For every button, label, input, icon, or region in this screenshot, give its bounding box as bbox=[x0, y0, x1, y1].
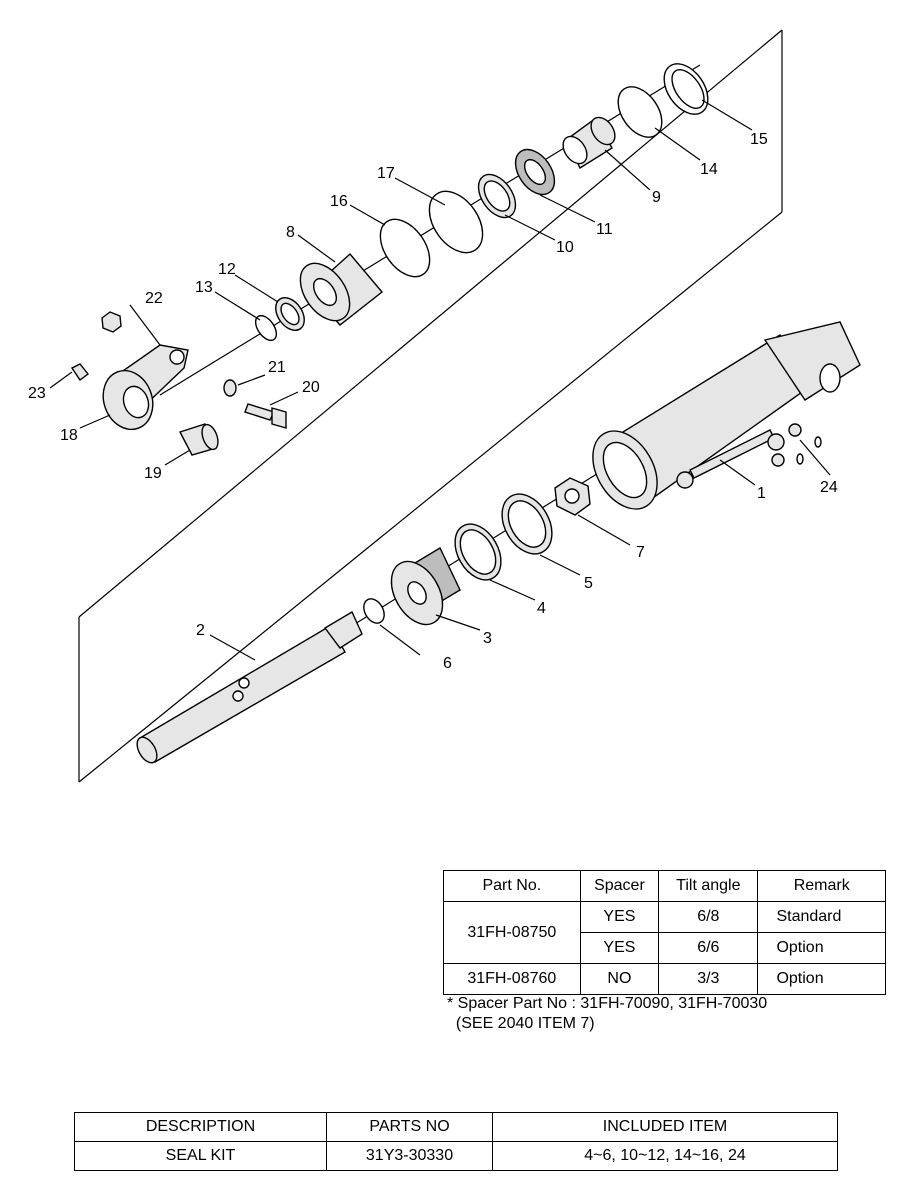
callout-9: 9 bbox=[652, 189, 661, 206]
callout-1: 1 bbox=[757, 485, 766, 502]
part-19-bushing bbox=[178, 423, 219, 456]
callout-18: 18 bbox=[60, 427, 78, 444]
tilt-cell: 3/3 bbox=[658, 963, 759, 995]
part-6-o-ring bbox=[363, 598, 385, 624]
axis-line-upper bbox=[159, 64, 701, 396]
part-8-gland bbox=[299, 252, 384, 326]
callout-11: 11 bbox=[596, 221, 613, 238]
part-4-ring bbox=[454, 523, 502, 581]
table-row: YES 6/6 Option bbox=[444, 932, 886, 964]
part-18-eye-bracket bbox=[102, 344, 189, 431]
diagram-frame bbox=[78, 29, 783, 783]
callout-20: 20 bbox=[302, 379, 320, 396]
spacer-cell: YES bbox=[579, 932, 660, 964]
remark-cell: Option bbox=[757, 932, 886, 964]
callout-19: 19 bbox=[144, 465, 162, 482]
tilt-cell: 6/8 bbox=[658, 901, 759, 933]
part-10-ring bbox=[477, 173, 517, 219]
part-15-snap-ring bbox=[663, 63, 709, 115]
part-23-fitting bbox=[70, 363, 89, 382]
callout-5: 5 bbox=[584, 575, 593, 592]
part-3-piston bbox=[390, 547, 461, 626]
part-13-snap-ring bbox=[254, 314, 278, 342]
spacer-cell: YES bbox=[579, 901, 660, 933]
table-header-row: DESCRIPTION PARTS NO INCLUDED ITEM bbox=[74, 1112, 838, 1142]
callout-21: 21 bbox=[268, 359, 286, 376]
tilt-cell: 6/6 bbox=[658, 932, 759, 964]
part-2-piston-rod bbox=[136, 611, 363, 764]
col-header-spacer: Spacer bbox=[579, 870, 660, 902]
callout-6: 6 bbox=[443, 655, 452, 672]
callout-13: 13 bbox=[195, 279, 213, 296]
callout-3: 3 bbox=[483, 630, 492, 647]
part-12-ring bbox=[275, 297, 305, 331]
callout-22: 22 bbox=[145, 290, 163, 307]
table-row: 31FH-08760 NO 3/3 Option bbox=[443, 963, 886, 995]
part-no-cell: 31FH-08750 bbox=[443, 901, 581, 964]
callout-labels: 1 2 3 4 5 6 7 8 9 10 11 12 13 14 15 16 1… bbox=[28, 131, 838, 672]
part-5-spacer bbox=[501, 493, 553, 555]
seal-kit-table: DESCRIPTION PARTS NO INCLUDED ITEM SEAL … bbox=[74, 1112, 838, 1171]
col-header-parts-no: PARTS NO bbox=[326, 1112, 493, 1142]
spacer-cell: NO bbox=[579, 963, 660, 995]
part-14-o-ring bbox=[617, 86, 663, 138]
part-17-ring bbox=[428, 190, 484, 254]
part-7-nut bbox=[554, 477, 591, 516]
parts-no-cell: 31Y3-30330 bbox=[326, 1141, 493, 1171]
callout-17: 17 bbox=[377, 165, 395, 182]
col-header-part-no: Part No. bbox=[443, 870, 581, 902]
col-header-description: DESCRIPTION bbox=[74, 1112, 327, 1142]
description-cell: SEAL KIT bbox=[74, 1141, 327, 1171]
table-header-row: Part No. Spacer Tilt angle Remark bbox=[443, 870, 886, 902]
exploded-parts-diagram: 1 2 3 4 5 6 7 8 9 10 11 12 13 14 15 16 1… bbox=[28, 29, 861, 783]
part-1-cylinder-tube bbox=[592, 321, 861, 510]
part-24-fittings bbox=[771, 423, 822, 467]
callout-2: 2 bbox=[196, 622, 205, 639]
part-11-wiper bbox=[514, 148, 556, 196]
col-header-included-item: INCLUDED ITEM bbox=[492, 1112, 838, 1142]
part-no-cell: 31FH-08760 bbox=[443, 963, 581, 995]
part-20-bolt bbox=[244, 403, 287, 429]
remark-cell: Option bbox=[757, 963, 886, 995]
spacer-note: * Spacer Part No : 31FH-70090, 31FH-7003… bbox=[447, 994, 767, 1034]
col-header-remark: Remark bbox=[757, 870, 886, 902]
callout-8: 8 bbox=[286, 224, 295, 241]
callout-12: 12 bbox=[218, 261, 236, 278]
included-item-cell: 4~6, 10~12, 14~16, 24 bbox=[492, 1141, 838, 1171]
callout-24: 24 bbox=[820, 479, 838, 496]
callout-4: 4 bbox=[537, 600, 546, 617]
callout-7: 7 bbox=[636, 544, 645, 561]
leader-lines bbox=[49, 99, 831, 661]
part-16-o-ring bbox=[379, 218, 431, 278]
callout-15: 15 bbox=[750, 131, 768, 148]
spacer-note-line-1: * Spacer Part No : 31FH-70090, 31FH-7003… bbox=[447, 995, 768, 1012]
part-22-nut bbox=[101, 311, 122, 333]
callout-10: 10 bbox=[556, 239, 574, 256]
part-21-washer bbox=[223, 379, 237, 397]
callout-14: 14 bbox=[700, 161, 718, 178]
part-9-bushing bbox=[562, 116, 616, 170]
spacer-note-line-2: (SEE 2040 ITEM 7) bbox=[447, 1015, 595, 1032]
table-row: 31FH-08750 YES 6/8 Standard bbox=[443, 901, 886, 964]
remark-cell: Standard bbox=[757, 901, 886, 933]
col-header-tilt-angle: Tilt angle bbox=[658, 870, 759, 902]
callout-23: 23 bbox=[28, 385, 46, 402]
callout-16: 16 bbox=[330, 193, 348, 210]
tilt-angle-spec-table: Part No. Spacer Tilt angle Remark 31FH-0… bbox=[443, 870, 886, 995]
table-row: SEAL KIT 31Y3-30330 4~6, 10~12, 14~16, 2… bbox=[74, 1141, 838, 1171]
